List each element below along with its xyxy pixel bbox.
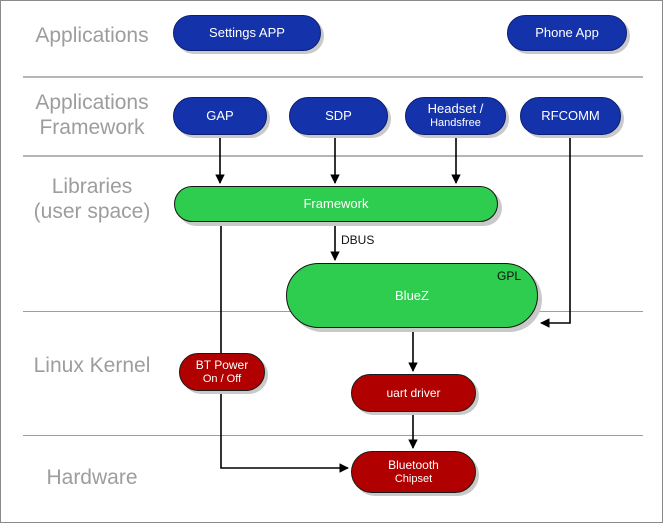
- node-bluez-label: BlueZ: [395, 287, 429, 303]
- node-bt-power-sublabel: On / Off: [202, 372, 242, 385]
- layer-separator-framework: [23, 155, 643, 157]
- node-gap-label: GAP: [206, 108, 234, 124]
- node-phone-app[interactable]: Phone App: [507, 15, 627, 51]
- layer-separator-kernel: [23, 435, 643, 436]
- node-bt-power[interactable]: BT Power On / Off: [179, 353, 265, 391]
- node-phone-app-label: Phone App: [535, 25, 599, 41]
- wire-rfcomm-to-bluez: [540, 135, 571, 328]
- node-gap[interactable]: GAP: [173, 97, 267, 135]
- node-bluetooth-chipset-label: Bluetooth: [388, 457, 439, 472]
- node-rfcomm[interactable]: RFCOMM: [520, 97, 621, 135]
- node-settings-app-label: Settings APP: [209, 25, 285, 41]
- node-sdp-label: SDP: [325, 108, 352, 124]
- wire-label-dbus: DBUS: [341, 233, 375, 247]
- layer-separator-applications: [23, 76, 643, 78]
- node-sdp[interactable]: SDP: [289, 97, 388, 135]
- layer-label-hardware: Hardware: [46, 466, 138, 489]
- layer-label-applications-framework: Applications Framework: [35, 91, 149, 139]
- node-headset-handsfree[interactable]: Headset / Handsfree: [405, 97, 506, 135]
- layer-label-applications: Applications: [35, 24, 149, 47]
- gpl-license-tag: GPL: [496, 269, 521, 283]
- node-uart-driver[interactable]: uart driver: [351, 374, 476, 412]
- node-framework[interactable]: Framework: [174, 186, 498, 222]
- node-headset-handsfree-label: Headset /: [427, 101, 484, 117]
- node-framework-label: Framework: [303, 196, 369, 212]
- layer-label-linux-kernel: Linux Kernel: [33, 354, 151, 377]
- node-uart-driver-label: uart driver: [386, 385, 441, 400]
- wire-framework-to-chipset: [220, 222, 349, 473]
- node-settings-app[interactable]: Settings APP: [173, 15, 321, 51]
- node-bluez[interactable]: BlueZ GPL: [286, 263, 538, 328]
- node-bluetooth-chipset-sublabel: Chipset: [394, 472, 433, 485]
- layer-label-libraries: Libraries (user space): [33, 175, 151, 223]
- node-headset-handsfree-sublabel: Handsfree: [430, 117, 481, 130]
- node-bt-power-label: BT Power: [195, 357, 249, 372]
- node-bluetooth-chipset[interactable]: Bluetooth Chipset: [351, 451, 476, 493]
- node-rfcomm-label: RFCOMM: [541, 108, 600, 124]
